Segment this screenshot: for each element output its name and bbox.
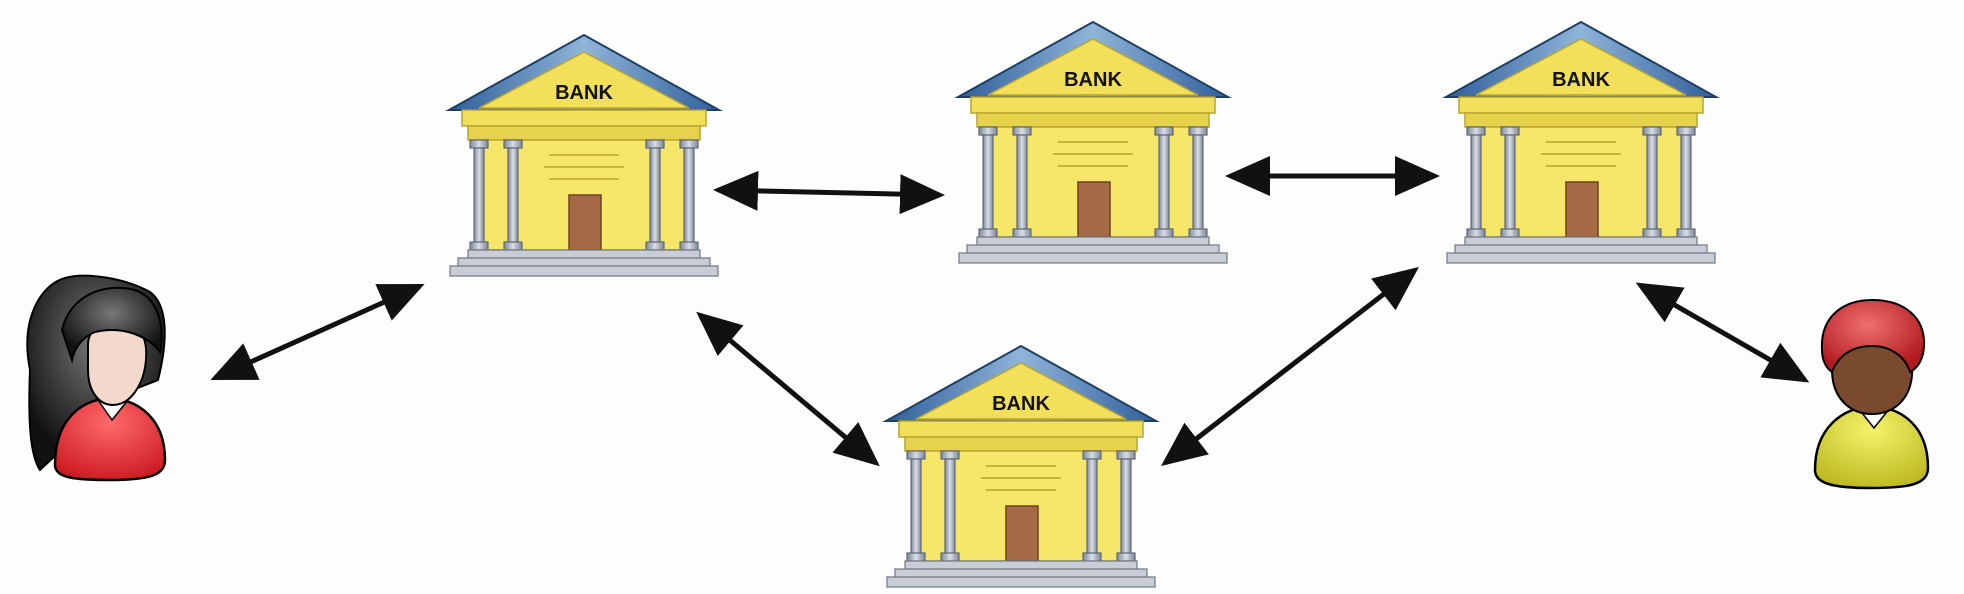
bank-building-icon [1445,21,1717,264]
bank-label: BANK [555,82,613,104]
bank-label: BANK [1552,69,1610,91]
bank-label: BANK [992,393,1050,415]
bank-top-right: BANK [1445,21,1717,264]
arrow-bank-bottom-center-bank-top-right [1161,266,1419,467]
bank-building-icon [448,34,720,277]
connection-arrows [210,156,1810,467]
arrow-bank-top-left-bank-bottom-center [696,311,880,467]
man-icon [1813,298,1930,490]
person-right [1813,298,1930,490]
bank-label: BANK [1064,69,1122,91]
bank-top-center: BANK [957,21,1229,264]
bank-bottom-center: BANK [885,345,1157,588]
arrow-person-left-bank-top-left [210,283,425,381]
bank-top-left: BANK [448,34,720,277]
bank-building-icon [957,21,1229,264]
woman-icon [26,274,167,482]
bank-building-icon [885,345,1157,588]
person-left [26,274,167,482]
arrow-bank-top-right-person-right [1635,282,1810,383]
arrow-bank-top-left-bank-top-center [713,170,945,215]
